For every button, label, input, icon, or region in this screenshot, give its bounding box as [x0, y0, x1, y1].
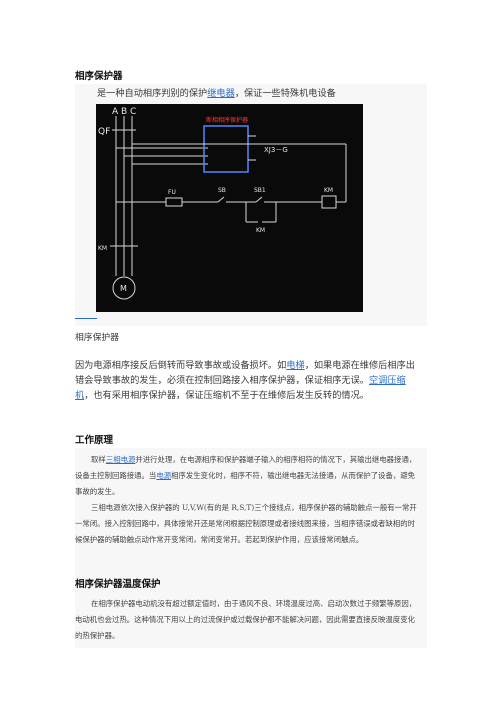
p1-text-b: 并进行处理，在电源相序和保护器端子输入的相序相符的情况下，其输出继电器接通，设备… [75, 455, 417, 480]
section1-paragraph: 因为电源相序接反后倒转而导致事故或设备损坏。如电梯，如果电源在维修后相序出错会导… [75, 358, 420, 403]
xj3-label: XJ3－G [264, 146, 288, 154]
section-heading-phase-protector: 相序保护器 [75, 71, 123, 82]
para-text-b: ，如果电源在维修后相序出错会导致事故的发生，必须在控制回路接入相序保护器，保证相… [75, 360, 415, 386]
relay-link[interactable]: 继电器 [207, 88, 235, 99]
km-contact-label: KM [256, 227, 265, 234]
three-phase-link[interactable]: 三相电源 [105, 455, 136, 464]
intro-line: 是一种自动相序判别的保护继电器，保证一些特殊机电设备 [97, 86, 336, 102]
circuit-diagram-image: 断相相序保护器 A B C QF KM XJ3－G FU SB SB1 KM K… [96, 104, 363, 312]
p1-text-a: 取样 [91, 455, 106, 464]
circuit-diagram: 断相相序保护器 A B C QF KM XJ3－G FU SB SB1 KM K… [98, 107, 347, 300]
ac-compressor-link[interactable]: 空调压缩机 [75, 375, 406, 401]
principle-paragraph-2: 三相电源依次接入保护器的 U,V,W(有的是 R,S,T)三个接线点，相序保护器… [75, 503, 417, 544]
sb1-label: SB1 [254, 187, 266, 194]
power-link[interactable]: 电源 [156, 471, 172, 480]
qf-label: QF [98, 127, 110, 137]
section-heading-principle: 工作原理 [75, 435, 114, 446]
para-text-a: 因为电源相序接反后倒转而导致事故或设备损坏。如 [75, 360, 287, 371]
elevator-link[interactable]: 电梯 [286, 360, 305, 371]
figure-link-underline[interactable] [75, 318, 97, 319]
para-text-c: ，也有采用相序保护器，保证压缩机不至于在维修后发生反转的情况。 [84, 390, 369, 401]
content-shade [75, 592, 427, 648]
device-title-label: 断相相序保护器 [206, 116, 248, 124]
km-coil-label: KM [324, 187, 333, 194]
figure-caption: 相序保护器 [75, 333, 119, 343]
fu-label: FU [168, 189, 176, 196]
section-heading-temp: 相序保护器温度保护 [75, 579, 161, 590]
intro-text-tail: ，保证一些特殊机电设备 [234, 88, 336, 99]
phase-labels: A B C [112, 107, 136, 117]
sb-label: SB [218, 187, 226, 194]
p1-text-c: 相序发生变化时，相序不符，输出继电器无法接通，从而保护了设备，避免事故的发生。 [75, 471, 416, 496]
intro-text: 是一种自动相序判别的保护 [97, 88, 208, 99]
km-left-label: KM [98, 245, 107, 252]
principle-paragraph-1: 取样三相电源并进行处理，在电源相序和保护器端子输入的相序相符的情况下，其输出继电… [75, 452, 420, 500]
motor-label: M [120, 284, 127, 293]
temp-paragraph: 在相序保护器电动机没有超过额定值时，由于通风不良、环境温度过高、启动次数过于频繁… [75, 599, 417, 640]
